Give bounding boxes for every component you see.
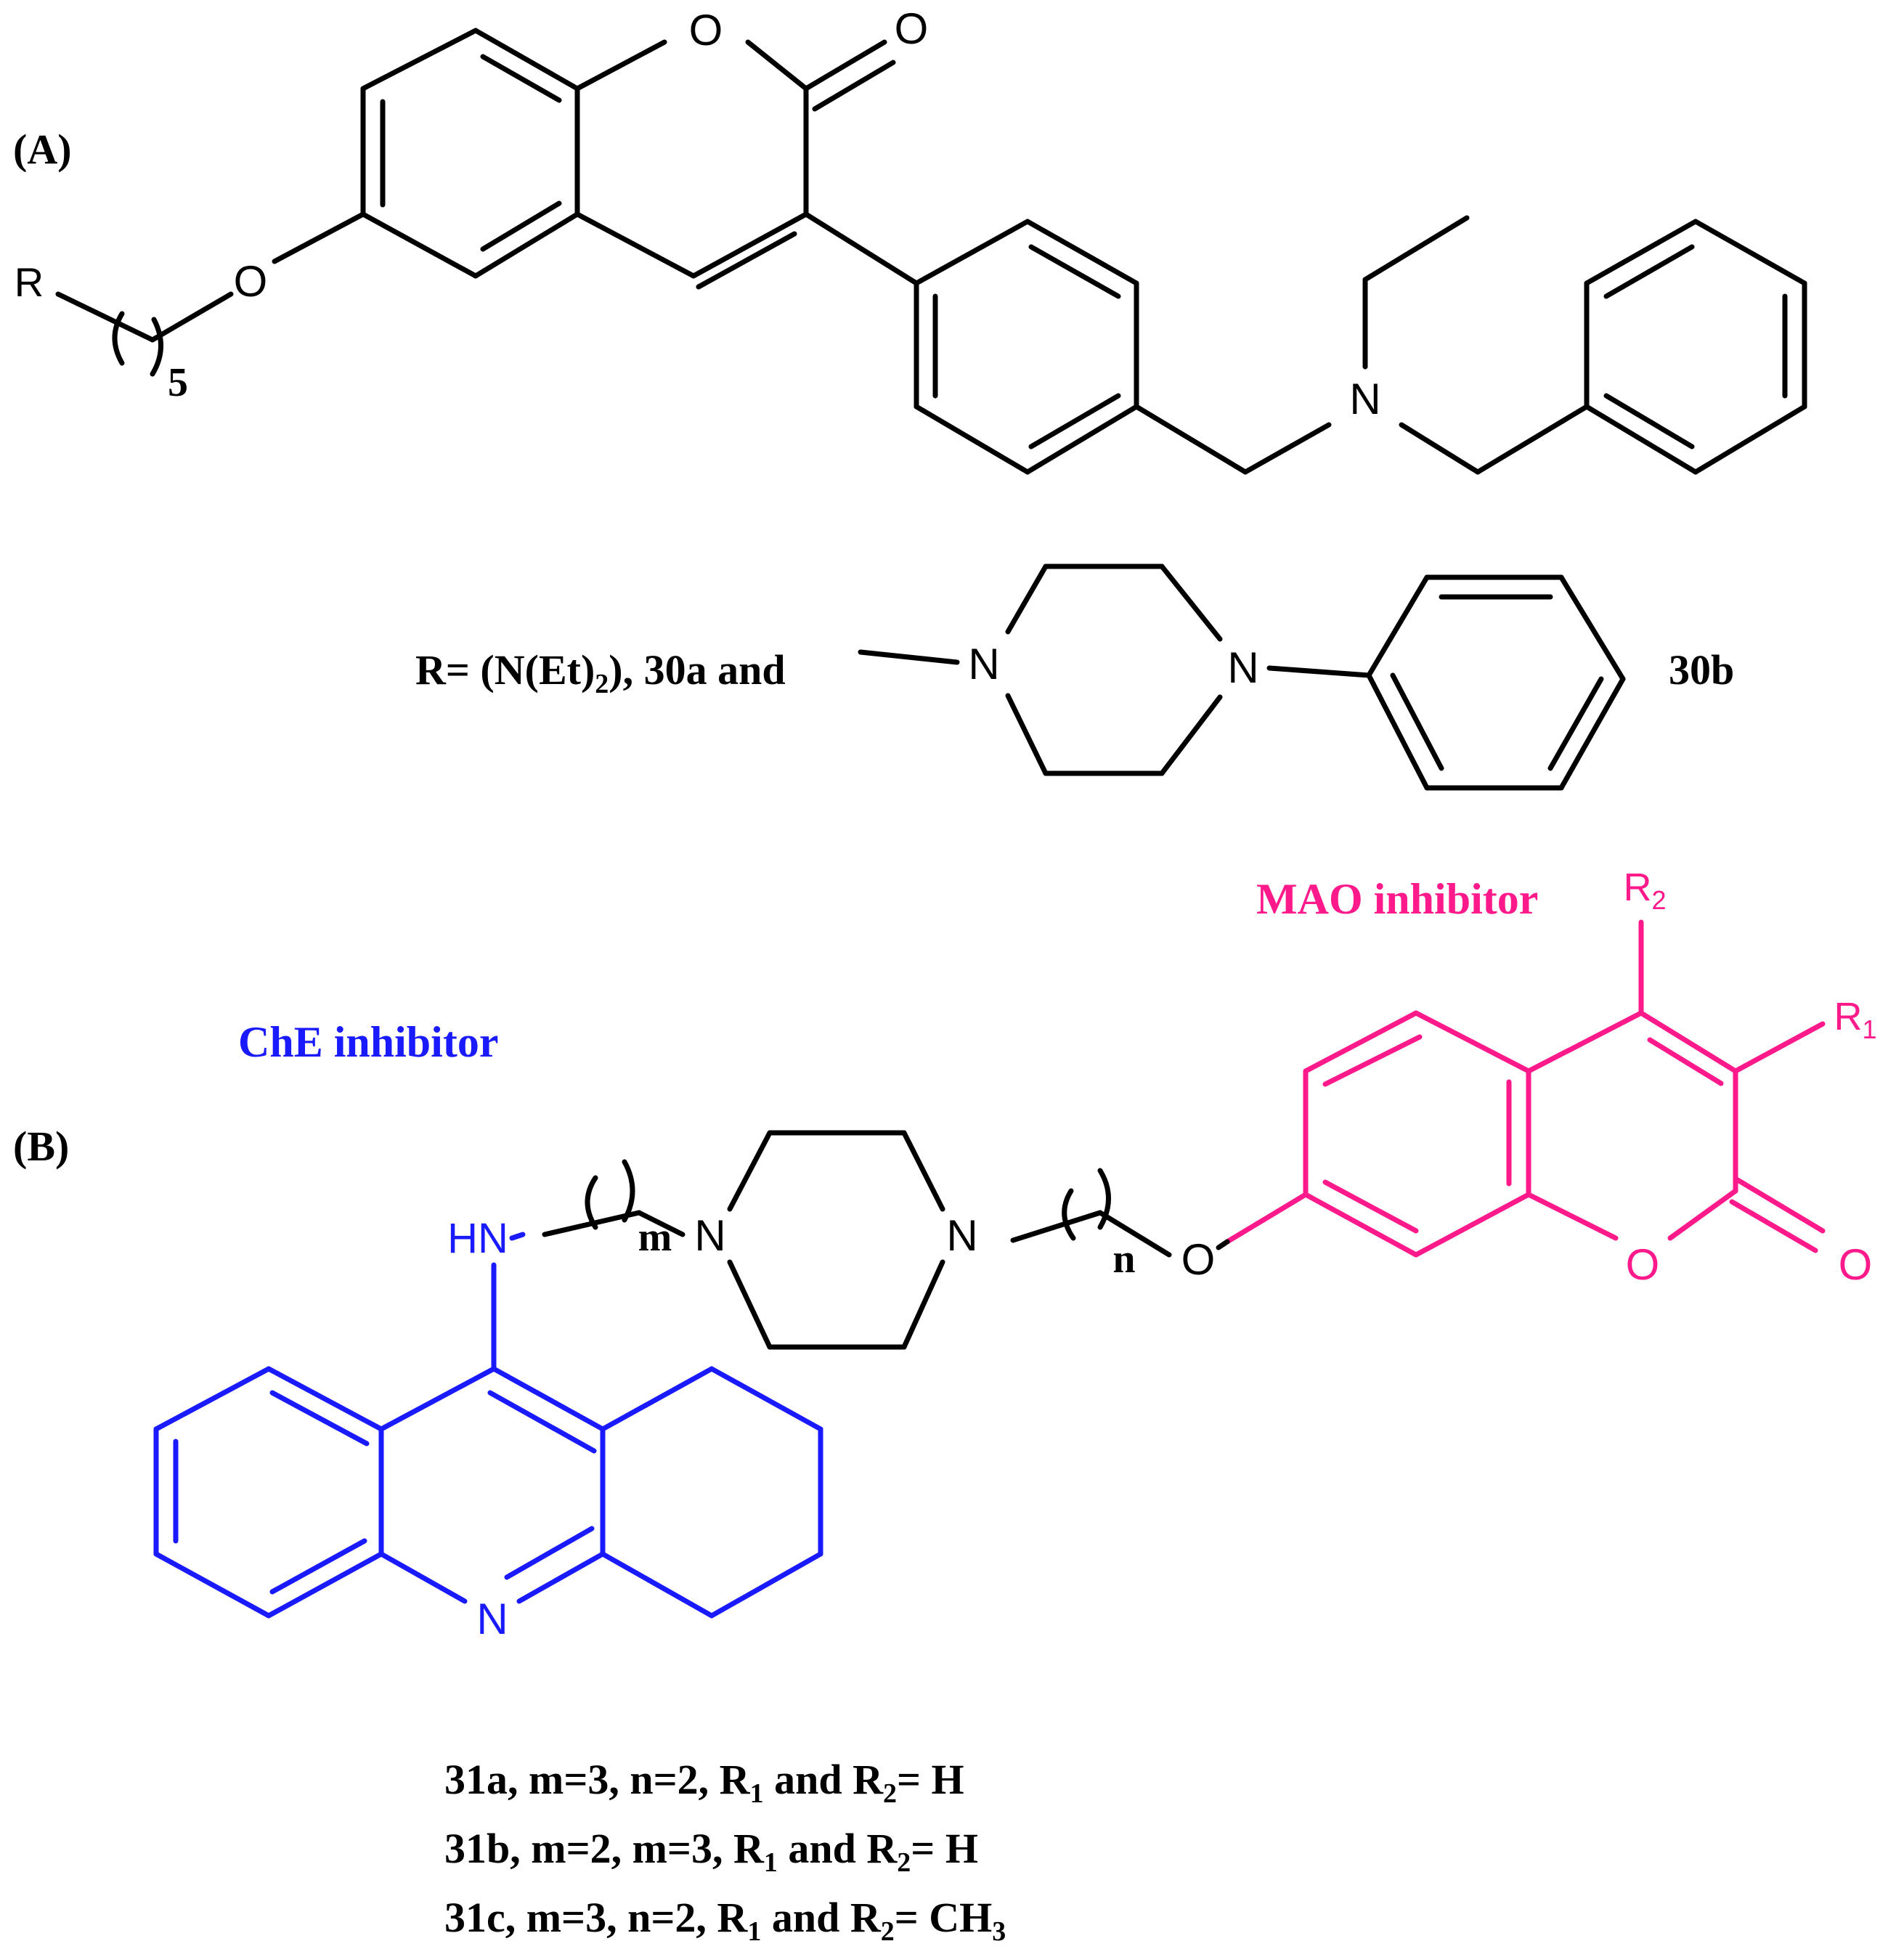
panel-a-label: (A) — [13, 126, 72, 173]
che-inhibitor-label: ChE inhibitor — [238, 1018, 498, 1066]
atom-r: R — [15, 259, 44, 305]
tacrine-hn: HN — [447, 1215, 508, 1262]
coumarin-moiety — [1224, 919, 1826, 1258]
piperazine-n2: N — [1227, 643, 1258, 692]
compound-31c: 31c, m=3, n=2, R1 and R2= CH3 — [444, 1894, 1006, 1947]
atom-n-amine: N — [1349, 375, 1380, 423]
piperazine-n-left: N — [694, 1211, 725, 1260]
compound-30-skeleton — [55, 28, 1807, 475]
atom-o-ether: O — [234, 257, 268, 306]
subscript-m: m — [638, 1215, 672, 1260]
compound-list: 31a, m=3, n=2, R1 and R2= H 31b, m=2, m=… — [444, 1756, 1006, 1947]
panel-b-label: (B) — [13, 1123, 69, 1170]
piperazine-linker — [542, 1130, 1230, 1350]
atom-o-ring: O — [689, 6, 723, 54]
compound-31b: 31b, m=2, m=3, R1 and R2= H — [444, 1825, 978, 1878]
r2-label: R2 — [1623, 866, 1666, 915]
piperazine-n1: N — [968, 640, 999, 688]
substituent-text: R= (N(Et)2), 30a and — [415, 646, 786, 699]
linker-ether-o: O — [1181, 1235, 1216, 1284]
coumarin-ring-o: O — [1626, 1240, 1660, 1289]
compound-31a: 31a, m=3, n=2, R1 and R2= H — [444, 1756, 964, 1809]
tacrine-ring-n: N — [476, 1595, 508, 1643]
tacrine-moiety — [153, 1232, 823, 1619]
subscript-n: n — [1112, 1237, 1135, 1282]
subscript-5: 5 — [168, 360, 188, 405]
piperazine-n-right: N — [946, 1211, 977, 1260]
phenylpiperazine-skeleton — [858, 563, 1626, 791]
mao-inhibitor-label: MAO inhibitor — [1256, 875, 1538, 923]
coumarin-carbonyl-o: O — [1839, 1240, 1873, 1289]
atom-o-carbonyl: O — [895, 4, 929, 53]
r1-label: R1 — [1834, 995, 1876, 1044]
compound-30b-label: 30b — [1669, 646, 1734, 693]
